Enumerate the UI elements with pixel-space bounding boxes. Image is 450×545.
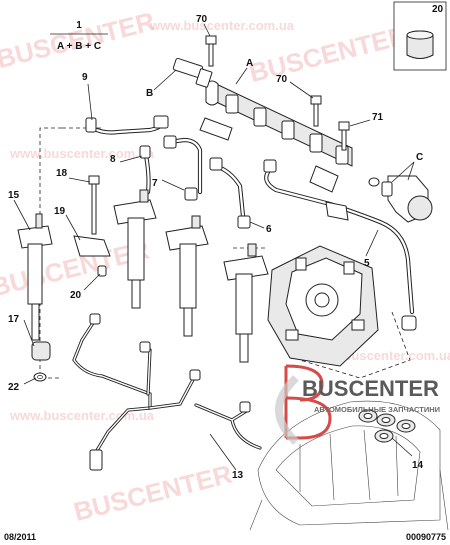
bolt-70-upper: [205, 35, 217, 67]
part-20-box: 20: [393, 1, 447, 71]
pressure-sensor-b: [172, 57, 213, 88]
callout-20-small: 20: [70, 290, 82, 301]
callout-70-top: 70: [196, 14, 208, 25]
formula-number: 1: [76, 20, 82, 31]
callout-13: 13: [232, 470, 244, 481]
pipe-nuts: [85, 115, 417, 331]
callout-5: 5: [364, 258, 370, 269]
callout-b: B: [146, 88, 153, 99]
callout-7: 7: [152, 178, 158, 189]
fuel-rail: [199, 80, 353, 193]
callout-17: 17: [8, 314, 20, 325]
injector-3: [223, 243, 269, 363]
clamp-19: [73, 235, 111, 257]
callout-c: C: [416, 152, 423, 163]
logo-tagline: АВТОМОБИЛЬНЫЕ ЗАПЧАСТИНИ: [314, 405, 440, 414]
bolt-18: [88, 175, 100, 235]
callout-22: 22: [8, 382, 20, 393]
callout-71: 71: [372, 112, 384, 123]
callout-15: 15: [8, 190, 20, 201]
watermark-domain: www.buscenter.com.ua: [149, 18, 295, 33]
high-pressure-pump: [267, 245, 379, 367]
callout-18: 18: [56, 168, 68, 179]
footer-ref: 00090775: [406, 532, 446, 542]
leader-lines: [13, 23, 415, 471]
injector-1: [113, 189, 157, 309]
formula-block: 1 A + B + C: [50, 20, 108, 52]
callout-labels: 70 A B 70 71 9 C 8 18 15 19 7 6 5 20 17 …: [8, 14, 424, 481]
buscenter-logo: BUSCENTER АВТОМОБИЛЬНЫЕ ЗАПЧАСТИНИ: [275, 364, 440, 445]
injector-left: [17, 213, 53, 341]
washer-22: [33, 372, 47, 382]
pressure-regulator-c: [368, 175, 433, 223]
formula-expression: A + B + C: [57, 41, 101, 52]
injector-2: [165, 215, 209, 337]
callout-6: 6: [266, 224, 272, 235]
callout-14: 14: [412, 460, 424, 471]
footer-date: 08/2011: [4, 532, 36, 542]
callout-9: 9: [82, 72, 88, 83]
footer: 08/2011 00090775: [4, 532, 446, 542]
return-line-13: [72, 313, 262, 471]
logo-wordmark: BUSCENTER: [302, 376, 439, 401]
bolt-70-right: [310, 95, 322, 127]
callout-8: 8: [110, 154, 116, 165]
callout-70-right: 70: [276, 74, 288, 85]
seals-14: [358, 409, 416, 443]
washer-20-small: [97, 265, 107, 277]
watermark-domain: www.buscenter.com.ua: [9, 146, 155, 161]
callout-20: 20: [432, 4, 444, 15]
seal-17: [31, 341, 51, 361]
callout-19: 19: [54, 206, 66, 217]
callout-a: A: [246, 58, 253, 69]
bolt-71: [338, 121, 350, 151]
